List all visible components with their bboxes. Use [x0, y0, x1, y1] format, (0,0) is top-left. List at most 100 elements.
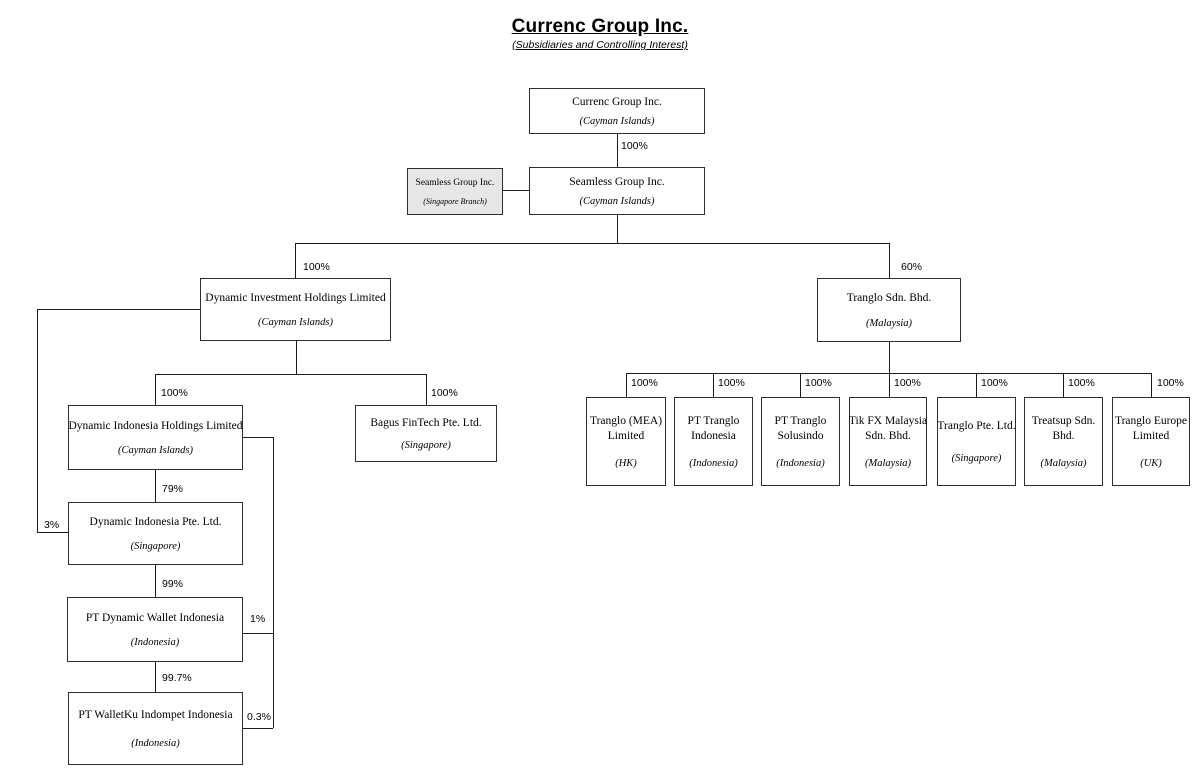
ownership-percentage-label: 100%	[161, 387, 188, 399]
entity-jurisdiction: (Malaysia)	[865, 317, 913, 329]
entity-name: PT Dynamic Wallet Indonesia	[85, 611, 225, 624]
ownership-percentage-label: 100%	[1157, 377, 1184, 389]
connector-line	[295, 243, 296, 278]
connector-line	[889, 373, 890, 397]
entity-jurisdiction: (Singapore)	[401, 439, 451, 451]
ownership-percentage-label: 100%	[431, 387, 458, 399]
entity-jurisdiction: (Malaysia)	[864, 458, 912, 470]
entity-jurisdiction: (Singapore)	[130, 540, 181, 552]
ownership-percentage-label: 100%	[303, 261, 330, 273]
connector-line	[37, 532, 68, 533]
entity-name: Dynamic Indonesia Holdings Limited	[68, 419, 243, 432]
ownership-percentage-label: 0.3%	[247, 711, 271, 723]
org-box-treatsup-sdn-bhd: Treatsup Sdn.Bhd. (Malaysia)	[1024, 397, 1103, 486]
ownership-percentage-label: 100%	[718, 377, 745, 389]
ownership-percentage-label: 100%	[631, 377, 658, 389]
entity-jurisdiction: (UK)	[1140, 458, 1162, 470]
ownership-percentage-label: 100%	[1068, 377, 1095, 389]
connector-line	[800, 373, 801, 397]
org-box-tranglo-sdn-bhd: Tranglo Sdn. Bhd. (Malaysia)	[817, 278, 961, 342]
connector-line	[617, 215, 618, 243]
org-box-seamless-singapore-branch: Seamless Group Inc. (Singapore Branch)	[407, 168, 503, 215]
connector-line	[155, 470, 156, 502]
connector-line	[976, 373, 977, 397]
org-box-pt-dynamic-wallet: PT Dynamic Wallet Indonesia (Indonesia)	[67, 597, 243, 662]
ownership-percentage-label: 99.7%	[162, 672, 192, 684]
connector-line	[626, 373, 627, 397]
entity-jurisdiction: (Cayman Islands)	[258, 316, 333, 328]
ownership-percentage-label: 3%	[44, 519, 60, 531]
entity-jurisdiction: (Indonesia)	[776, 458, 825, 470]
connector-line	[889, 243, 890, 278]
connector-line	[713, 373, 714, 397]
ownership-percentage-label: 1%	[250, 613, 266, 625]
ownership-percentage-label: 100%	[805, 377, 832, 389]
org-box-tranglo-mea: Tranglo (MEA)Limited (HK)	[586, 397, 666, 486]
entity-name: Seamless Group Inc.	[415, 178, 495, 189]
connector-line	[155, 374, 156, 405]
connector-line	[155, 565, 156, 597]
org-box-currenc-group: Currenc Group Inc. (Cayman Islands)	[529, 88, 705, 134]
entity-jurisdiction: (HK)	[615, 458, 637, 470]
entity-jurisdiction: (Indonesia)	[130, 637, 180, 649]
connector-line	[243, 633, 273, 634]
ownership-percentage-label: 100%	[621, 140, 648, 152]
org-box-tranglo-pte: Tranglo Pte. Ltd. (Singapore)	[937, 397, 1016, 486]
connector-line	[617, 134, 618, 167]
entity-name: Currenc Group Inc.	[572, 96, 662, 109]
org-box-seamless-group: Seamless Group Inc. (Cayman Islands)	[529, 167, 705, 215]
connector-line	[889, 342, 890, 373]
entity-jurisdiction: (Indonesia)	[689, 458, 738, 470]
entity-name: Bagus FinTech Pte. Ltd.	[370, 417, 482, 430]
ownership-percentage-label: 79%	[162, 483, 184, 495]
connector-line	[273, 437, 274, 728]
connector-line	[1063, 373, 1064, 397]
entity-name: Tranglo (MEA)Limited	[589, 414, 663, 442]
connector-line	[296, 341, 297, 374]
org-box-dynamic-indonesia-holdings: Dynamic Indonesia Holdings Limited (Cayma…	[68, 405, 243, 470]
chart-title: Currenc Group Inc.	[511, 16, 689, 37]
entity-name: Seamless Group Inc.	[569, 176, 665, 189]
entity-name: Treatsup Sdn.Bhd.	[1031, 414, 1096, 442]
connector-line	[155, 374, 426, 375]
connector-line	[243, 437, 273, 438]
entity-jurisdiction: (Malaysia)	[1040, 458, 1087, 470]
entity-name: Tranglo Sdn. Bhd.	[846, 292, 932, 305]
ownership-percentage-label: 100%	[981, 377, 1008, 389]
entity-name: Tranglo Pte. Ltd.	[937, 419, 1016, 432]
org-box-bagus-fintech: Bagus FinTech Pte. Ltd. (Singapore)	[355, 405, 497, 462]
connector-line	[155, 662, 156, 692]
connector-line	[426, 374, 427, 405]
connector-line	[1151, 373, 1152, 397]
entity-jurisdiction: (Cayman Islands)	[118, 445, 193, 457]
org-box-pt-walletku-indompet: PT WalletKu Indompet Indonesia (Indonesia…	[68, 692, 243, 765]
connector-line	[37, 309, 38, 532]
connector-line	[503, 190, 529, 191]
entity-jurisdiction: (Singapore)	[951, 453, 1002, 465]
entity-jurisdiction: (Cayman Islands)	[579, 115, 655, 127]
entity-name: PT WalletKu Indompet Indonesia	[78, 709, 233, 722]
entity-jurisdiction: (Cayman Islands)	[579, 195, 655, 207]
org-box-dynamic-indonesia-pte: Dynamic Indonesia Pte. Ltd.(Singapore)	[68, 502, 243, 565]
entity-jurisdiction: (Singapore Branch)	[423, 196, 487, 206]
entity-name: Dynamic Investment Holdings Limited	[205, 292, 386, 305]
connector-line	[37, 309, 200, 310]
entity-jurisdiction: (Indonesia)	[131, 737, 180, 749]
org-box-dynamic-investment-holdings: Dynamic Investment Holdings Limited (Caym…	[200, 278, 391, 341]
chart-subtitle: (Subsidiaries and Controlling Interest)	[512, 39, 688, 51]
ownership-percentage-label: 100%	[894, 377, 921, 389]
connector-line	[243, 728, 273, 729]
connector-line	[626, 373, 1151, 374]
ownership-percentage-label: 60%	[901, 261, 923, 273]
ownership-percentage-label: 99%	[162, 578, 184, 590]
connector-line	[295, 243, 889, 244]
